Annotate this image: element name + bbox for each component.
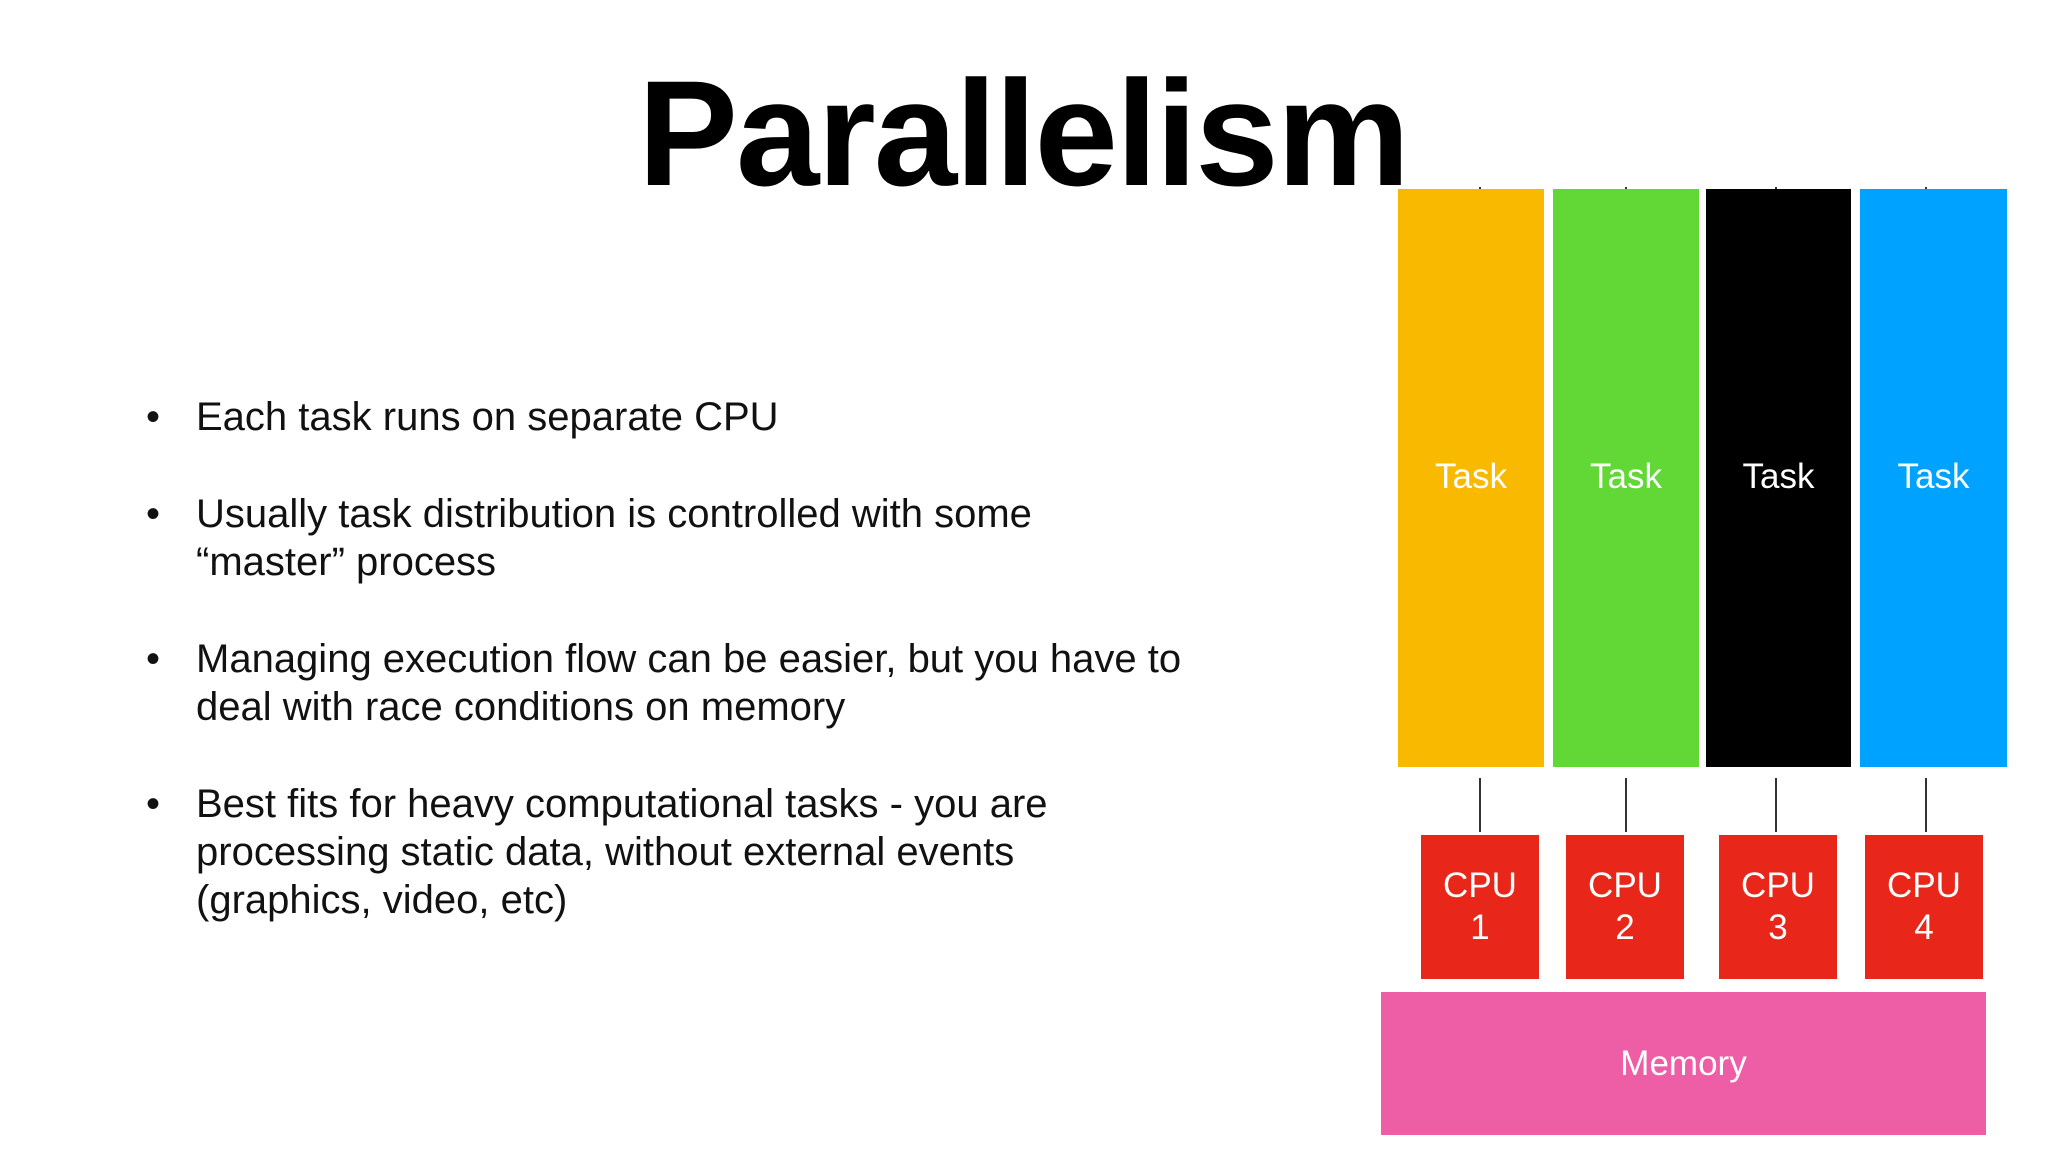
cpu-number: 4: [1914, 908, 1934, 947]
bullet-dot-icon: •: [146, 395, 161, 439]
bullet-text-line: Each task runs on separate CPU: [196, 395, 779, 439]
cpu-number: 3: [1768, 908, 1788, 947]
bullet-item: • Each task runs on separate CPU: [146, 393, 1246, 441]
task-column-2: Task: [1553, 189, 1699, 767]
bullet-text-line: deal with race conditions on memory: [196, 685, 846, 729]
bullet-dot-icon: •: [146, 492, 161, 536]
bullet-item: • Usually task distribution is controlle…: [146, 490, 1246, 586]
cpu-box-4: CPU 4: [1865, 835, 1983, 979]
cpu-box-2: CPU 2: [1566, 835, 1684, 979]
connector-line: [1479, 778, 1481, 832]
bullet-item: • Best fits for heavy computational task…: [146, 780, 1246, 924]
memory-box: Memory: [1381, 992, 1986, 1135]
bullet-dot-icon: •: [146, 637, 161, 681]
cpu-label: CPU: [1741, 866, 1815, 905]
task-label: Task: [1742, 457, 1815, 496]
cpu-box-3: CPU 3: [1719, 835, 1837, 979]
task-column-4: Task: [1860, 189, 2007, 767]
bullet-list: • Each task runs on separate CPU • Usual…: [146, 393, 1246, 972]
connector-line: [1925, 778, 1927, 832]
task-column-3: Task: [1706, 189, 1851, 767]
connector-line: [1775, 778, 1777, 832]
task-label: Task: [1435, 457, 1507, 496]
cpu-label: CPU: [1443, 866, 1517, 905]
task-label: Task: [1897, 457, 1970, 496]
slide-title-text: Parallelism: [637, 49, 1410, 217]
bullet-text-line: Best fits for heavy computational tasks …: [196, 782, 1048, 826]
task-label: Task: [1590, 457, 1662, 496]
bullet-text-line: (graphics, video, etc): [196, 878, 568, 922]
memory-label: Memory: [1620, 1043, 1747, 1083]
slide-title: Parallelism: [0, 58, 2048, 208]
cpu-label: CPU: [1887, 866, 1961, 905]
bullet-text-line: Usually task distribution is controlled …: [196, 492, 1032, 536]
cpu-label: CPU: [1588, 866, 1662, 905]
bullet-item: • Managing execution flow can be easier,…: [146, 635, 1246, 731]
bullet-dot-icon: •: [146, 782, 161, 826]
cpu-number: 1: [1470, 908, 1490, 947]
bullet-text-line: processing static data, without external…: [196, 830, 1015, 874]
task-column-1: Task: [1398, 189, 1544, 767]
cpu-box-1: CPU 1: [1421, 835, 1539, 979]
bullet-text-line: Managing execution flow can be easier, b…: [196, 637, 1182, 681]
bullet-text-line: “master” process: [196, 540, 497, 584]
cpu-number: 2: [1615, 908, 1635, 947]
connector-line: [1625, 778, 1627, 832]
